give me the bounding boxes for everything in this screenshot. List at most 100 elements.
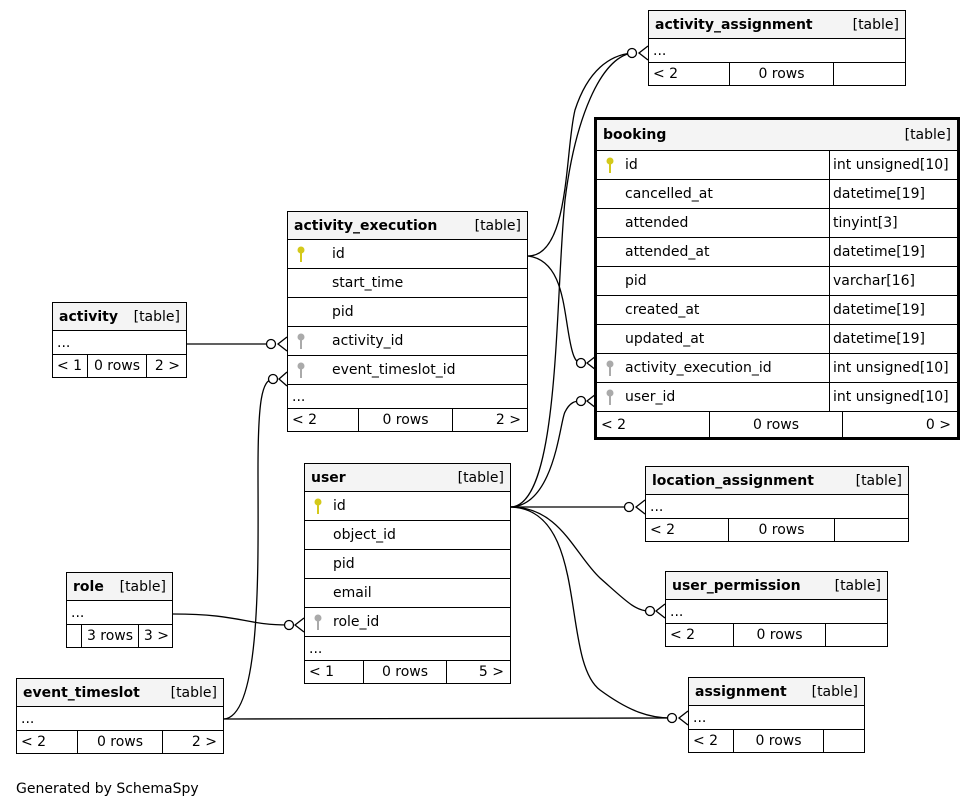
rel-endpoint-circle	[575, 357, 587, 369]
footer-rows: 0 rows	[363, 661, 447, 683]
footer-parents[interactable]: < 2	[601, 416, 627, 433]
crow-foot	[677, 710, 689, 726]
column-type: datetime[19]	[829, 238, 957, 266]
table-activity[interactable]: activity [table] ... < 1 0 rows 2 >	[52, 302, 187, 378]
columns-ellipsis: ...	[17, 707, 223, 731]
footer-children[interactable]	[834, 63, 905, 85]
table-header: activity_execution [table]	[288, 212, 527, 240]
column-row[interactable]: event_timeslot_id	[288, 356, 527, 385]
table-name: activity_assignment	[655, 16, 813, 33]
footer-parents[interactable]: < 2	[693, 733, 719, 749]
column-type: tinyint[3]	[829, 209, 957, 237]
footer-rows: 0 rows	[733, 624, 826, 646]
table-header: role [table]	[67, 573, 172, 601]
column-row[interactable]: activity_execution_id int unsigned[10]	[597, 354, 957, 383]
column-name: pid	[625, 273, 647, 289]
table-footer: < 2 0 rows	[646, 519, 908, 541]
column-row[interactable]: pid	[305, 550, 510, 579]
footer-parents[interactable]: < 1	[309, 664, 335, 680]
rel-event-timeslot-execution	[223, 378, 274, 720]
footer-parents[interactable]: < 2	[21, 734, 47, 750]
footer-children[interactable]	[826, 624, 887, 646]
columns-ellipsis: ...	[305, 637, 510, 661]
column-row[interactable]: cancelled_at datetime[19]	[597, 180, 957, 209]
table-assignment[interactable]: assignment [table] ... < 2 0 rows	[688, 677, 865, 753]
column-row[interactable]: pid	[288, 298, 527, 327]
table-header: user_permission [table]	[666, 572, 887, 600]
crow-foot	[276, 336, 288, 352]
column-row[interactable]: id int unsigned[10]	[597, 151, 957, 180]
column-row[interactable]: email	[305, 579, 510, 608]
column-row[interactable]: updated_at datetime[19]	[597, 325, 957, 354]
table-name: role	[73, 578, 104, 595]
table-event-timeslot[interactable]: event_timeslot [table] ... < 2 0 rows 2 …	[16, 678, 224, 754]
table-role[interactable]: role [table] ... 3 rows 3 >	[66, 572, 173, 648]
column-type: datetime[19]	[829, 180, 957, 208]
foreign-key-icon	[288, 361, 314, 379]
footer-children[interactable]: 2 >	[154, 358, 180, 374]
table-footer: < 2 0 rows 2 >	[17, 731, 223, 753]
footer-children[interactable]	[835, 519, 908, 541]
footer-children[interactable]	[824, 730, 864, 752]
table-header: event_timeslot [table]	[17, 679, 223, 707]
columns-ellipsis: ...	[649, 39, 905, 63]
primary-key-icon	[597, 156, 623, 174]
column-name: pid	[332, 304, 354, 320]
table-location-assignment[interactable]: location_assignment [table] ... < 2 0 ro…	[645, 466, 909, 542]
footer-children[interactable]: 3 >	[143, 628, 169, 644]
column-name: attended_at	[625, 244, 710, 260]
footer-children[interactable]: 2 >	[495, 412, 521, 428]
column-row[interactable]: created_at datetime[19]	[597, 296, 957, 325]
crow-foot	[654, 603, 666, 619]
footer-children[interactable]: 0 >	[925, 416, 951, 433]
column-row[interactable]: id	[288, 240, 527, 269]
table-user-permission[interactable]: user_permission [table] ... < 2 0 rows	[665, 571, 888, 647]
primary-key-icon	[305, 497, 331, 515]
column-row[interactable]: object_id	[305, 521, 510, 550]
footer-parents[interactable]: < 2	[650, 522, 676, 538]
column-row[interactable]: attended_at datetime[19]	[597, 238, 957, 267]
footer-rows: 0 rows	[729, 63, 834, 85]
footer-rows: 0 rows	[733, 730, 824, 752]
column-row[interactable]: role_id	[305, 608, 510, 637]
table-user[interactable]: user [table] id object_id pid email role…	[304, 463, 511, 684]
column-row[interactable]: attended tinyint[3]	[597, 209, 957, 238]
foreign-key-icon	[597, 359, 623, 377]
column-row[interactable]: activity_id	[288, 327, 527, 356]
crow-foot	[585, 355, 597, 371]
columns-ellipsis: ...	[53, 331, 186, 355]
column-name: email	[333, 585, 372, 601]
footer-parents[interactable]: < 2	[292, 412, 318, 428]
table-footer: < 1 0 rows 5 >	[305, 661, 510, 683]
footer-parents[interactable]: < 2	[653, 66, 679, 82]
column-name: created_at	[625, 302, 700, 318]
crow-foot	[585, 393, 597, 409]
column-name: user_id	[625, 389, 676, 405]
table-kind-label: [table]	[904, 127, 951, 143]
column-row[interactable]: user_id int unsigned[10]	[597, 383, 957, 412]
column-row[interactable]: pid varchar[16]	[597, 267, 957, 296]
footer-parents[interactable]: < 1	[57, 358, 83, 374]
table-activity-assignment[interactable]: activity_assignment [table] ... < 2 0 ro…	[648, 10, 906, 86]
columns-ellipsis: ...	[666, 600, 887, 624]
column-type: int unsigned[10]	[829, 151, 957, 179]
footer-children[interactable]: 5 >	[478, 664, 504, 680]
rel-endpoint-circle	[623, 501, 635, 513]
column-type: int unsigned[10]	[829, 383, 957, 411]
crow-foot	[293, 617, 305, 633]
table-kind-label: [table]	[834, 577, 881, 594]
footer-parents[interactable]	[67, 625, 81, 647]
footer-parents[interactable]: < 2	[670, 627, 696, 643]
table-kind-label: [table]	[474, 217, 521, 234]
table-footer: < 2 0 rows 2 >	[288, 409, 527, 431]
table-booking[interactable]: booking [table] id int unsigned[10] canc…	[594, 117, 960, 440]
column-row[interactable]: start_time	[288, 269, 527, 298]
columns-ellipsis: ...	[288, 385, 527, 409]
rel-user-booking	[510, 400, 582, 508]
column-name: role_id	[333, 614, 380, 630]
rel-endpoint-circle	[644, 605, 656, 617]
footer-children[interactable]: 2 >	[191, 734, 217, 750]
crow-foot	[634, 499, 646, 515]
column-row[interactable]: id	[305, 492, 510, 521]
table-activity-execution[interactable]: activity_execution [table] id start_time…	[287, 211, 528, 432]
